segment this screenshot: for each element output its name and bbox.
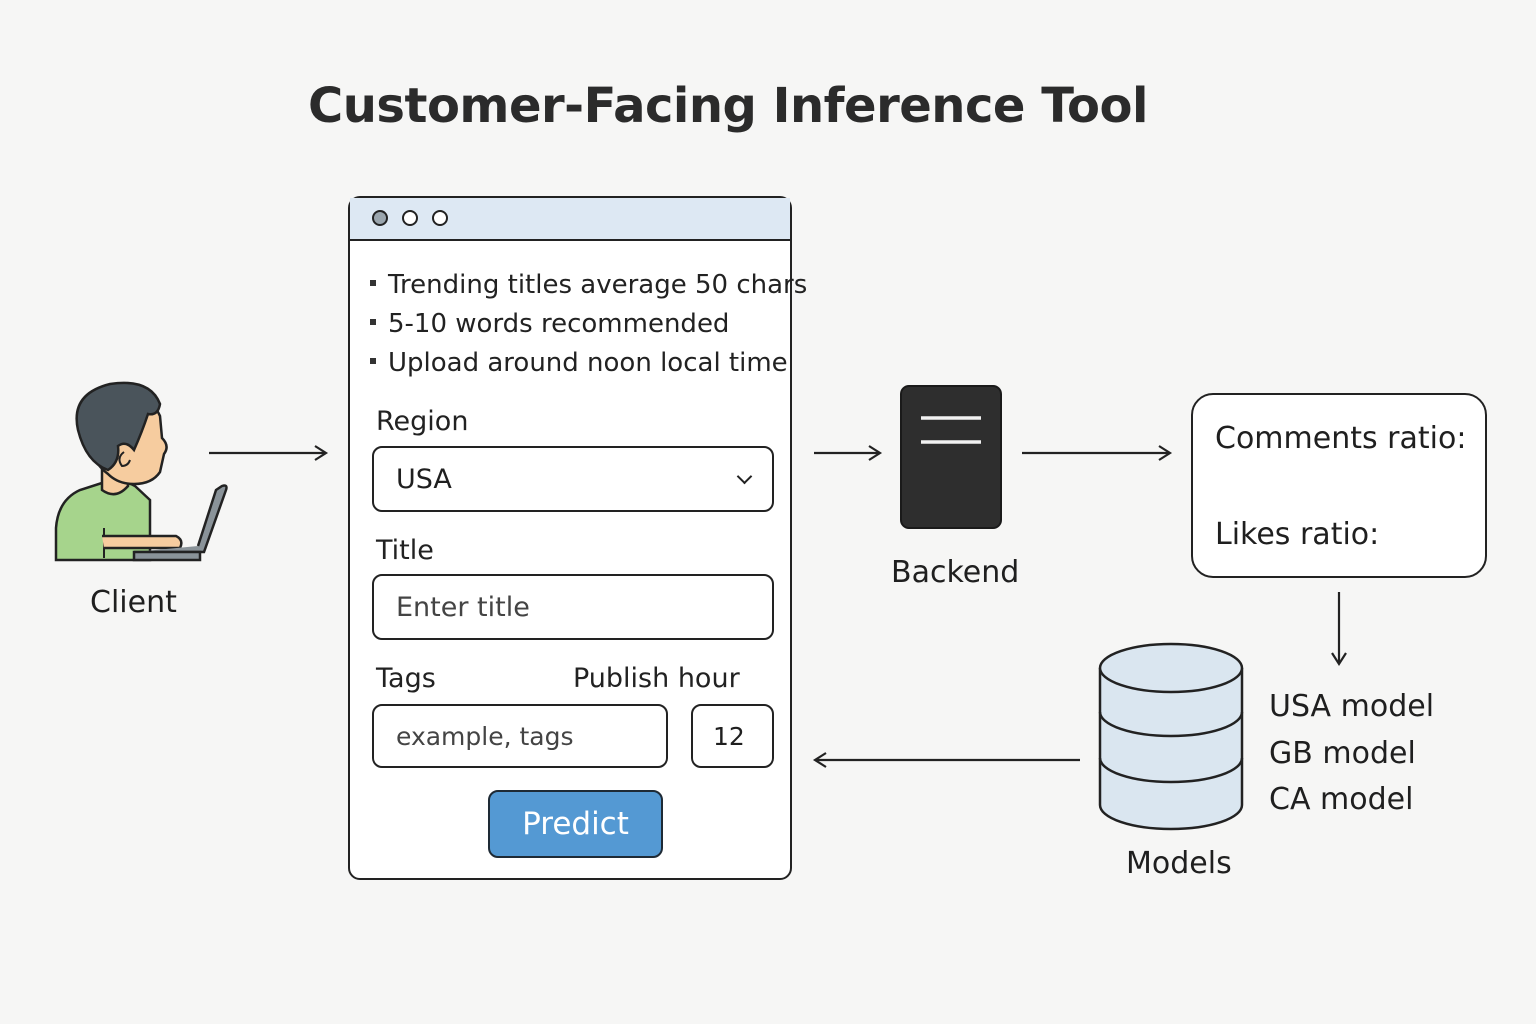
tags-input[interactable]: example, tags	[372, 704, 668, 768]
tags-label: Tags	[376, 663, 436, 694]
backend-label: Backend	[891, 555, 1020, 590]
region-label: Region	[376, 406, 469, 437]
region-select[interactable]: USA	[372, 446, 774, 512]
server-icon	[900, 385, 1002, 529]
tips-list: Trending titles average 50 chars 5-10 wo…	[368, 266, 807, 383]
models-label: Models	[1126, 846, 1232, 881]
tip-item: Upload around noon local time	[368, 344, 807, 383]
title-label: Title	[376, 535, 434, 566]
models-list: USA model GB model CA model	[1269, 684, 1434, 824]
region-value: USA	[396, 463, 452, 495]
browser-window: Trending titles average 50 chars 5-10 wo…	[348, 196, 807, 880]
likes-ratio-label: Likes ratio:	[1215, 517, 1380, 552]
chevron-down-icon	[736, 468, 753, 484]
tags-placeholder: example, tags	[396, 721, 574, 751]
publish-hour-input[interactable]: 12	[691, 704, 774, 768]
database-icon	[1098, 642, 1244, 831]
tip-item: 5-10 words recommended	[368, 305, 807, 344]
title-input[interactable]: Enter title	[372, 574, 774, 640]
window-titlebar	[350, 198, 790, 241]
publish-hour-label: Publish hour	[573, 663, 740, 694]
tip-item: Trending titles average 50 chars	[368, 266, 807, 305]
model-item: CA model	[1269, 782, 1414, 817]
results-box: Comments ratio: Likes ratio:	[1191, 393, 1487, 578]
window-minimize-dot[interactable]	[402, 210, 418, 226]
model-item: GB model	[1269, 735, 1416, 771]
diagram-title: Customer-Facing Inference Tool	[308, 78, 1148, 134]
title-placeholder: Enter title	[396, 591, 530, 623]
publish-hour-value: 12	[713, 721, 745, 751]
window-close-dot[interactable]	[372, 210, 388, 226]
comments-ratio-label: Comments ratio:	[1215, 421, 1467, 456]
predict-button[interactable]: Predict	[488, 790, 663, 858]
client-icon	[54, 381, 228, 562]
client-label: Client	[90, 585, 177, 620]
model-item: USA model	[1269, 689, 1435, 724]
window-maximize-dot[interactable]	[432, 210, 448, 226]
